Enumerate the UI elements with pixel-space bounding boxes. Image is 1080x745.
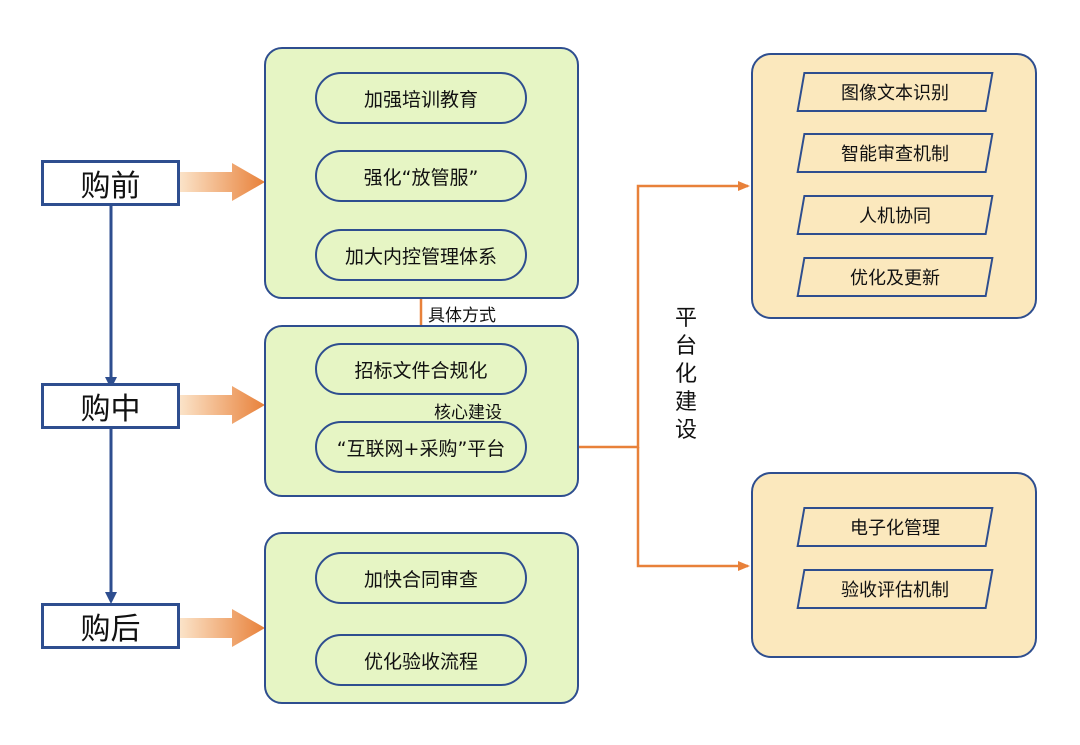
platform-branch-line-lower: [636, 447, 750, 571]
label-core-building: 核心建设: [434, 403, 502, 423]
pre-item-reform: 强化“放管服”: [315, 150, 527, 202]
panel-platform-bottom: [751, 472, 1037, 658]
platform-item-smart-review: 智能审查机制: [796, 133, 994, 173]
pre-item-internal-control: 加大内控管理体系: [315, 229, 527, 281]
fat-arrow-mid: [180, 386, 265, 424]
post-item-contract-review: 加快合同审查: [315, 552, 527, 604]
label-specific-method: 具体方式: [428, 306, 496, 326]
platform-vertical-label: 平台化建设: [674, 306, 697, 443]
platform-branch-line: [526, 181, 750, 449]
pre-item-training: 加强培训教育: [315, 72, 527, 124]
platform-item-human-machine: 人机协同: [796, 195, 994, 235]
fat-arrow-pre: [180, 163, 265, 201]
platform-item-ocr: 图像文本识别: [796, 72, 994, 112]
platform-item-acceptance-eval: 验收评估机制: [796, 569, 994, 609]
stage-mid: 购中: [41, 383, 180, 429]
platform-item-e-management: 电子化管理: [796, 507, 994, 547]
stage-pre: 购前: [41, 160, 180, 206]
mid-item-platform: “互联网+采购”平台: [315, 421, 527, 473]
mid-item-compliance: 招标文件合规化: [315, 343, 527, 395]
post-item-acceptance: 优化验收流程: [315, 634, 527, 686]
fat-arrow-post: [180, 609, 265, 647]
stage-post: 购后: [41, 603, 180, 649]
platform-item-optimize-update: 优化及更新: [796, 257, 994, 297]
